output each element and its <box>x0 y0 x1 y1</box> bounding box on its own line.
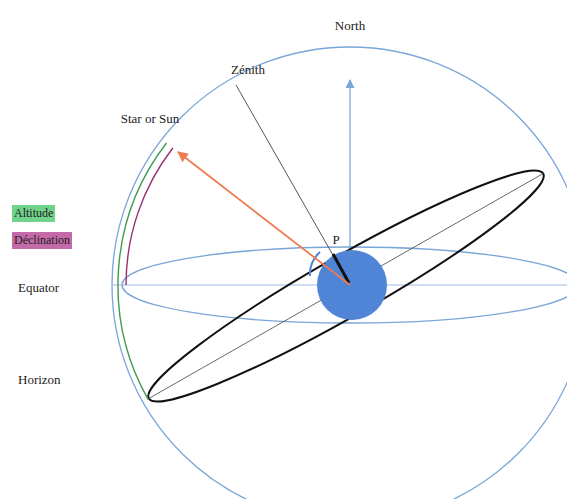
legend-text: Déclination <box>14 233 70 247</box>
legend-entry: Altitude <box>12 203 55 222</box>
star-direction <box>178 152 350 285</box>
legend-swatch: Déclination <box>12 232 72 249</box>
celestial-sphere-outline <box>112 47 567 499</box>
equator-ellipse <box>122 247 567 323</box>
plane-label: Equator <box>18 280 59 295</box>
legend-text: Altitude <box>14 206 53 220</box>
declination-arc <box>126 148 173 285</box>
legend-swatch: Altitude <box>12 205 55 222</box>
plane-label: Horizon <box>18 372 61 387</box>
star-label: Star or Sun <box>121 111 180 126</box>
horizon-plane <box>134 147 558 424</box>
earth <box>317 250 387 320</box>
point-label: P <box>332 232 339 247</box>
altitude-arc <box>118 143 167 400</box>
zenith-line <box>236 85 350 285</box>
axis-label: North <box>335 18 365 33</box>
zenith-label: Zénith <box>231 62 265 77</box>
legend-entry: Déclination <box>12 230 72 249</box>
